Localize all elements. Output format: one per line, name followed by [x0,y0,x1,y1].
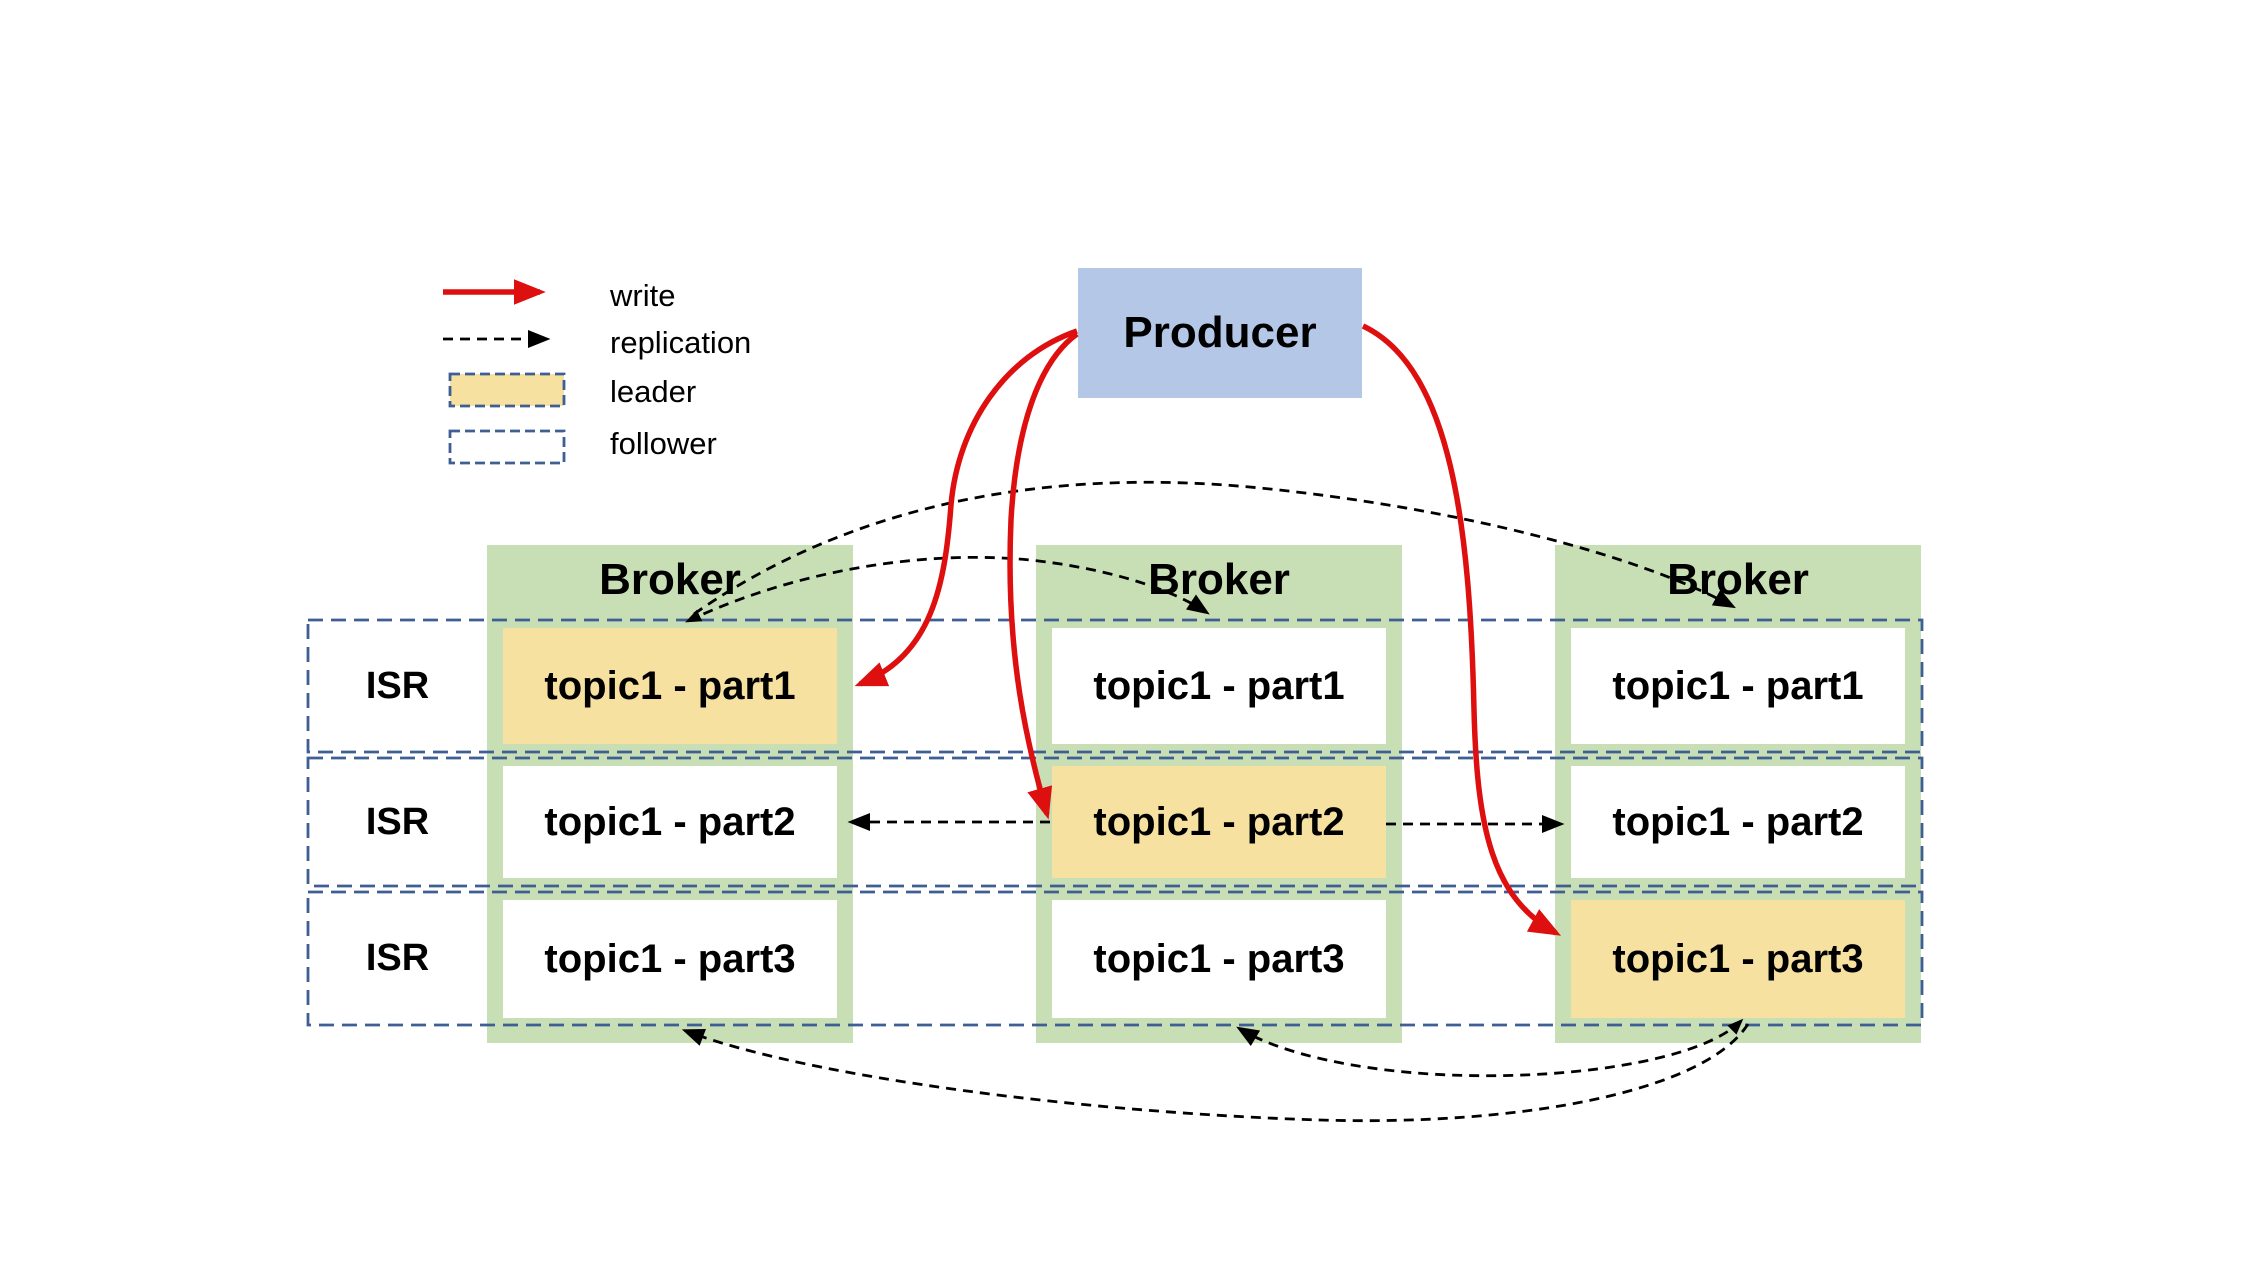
isr-row2-label: ISR [365,801,430,843]
broker3-topic1-part2-follower: topic1 - part2 [1571,766,1905,878]
legend-write-label: write [610,278,676,313]
broker1-topic1-part2-follower: topic1 - part2 [503,766,837,878]
legend-follower-swatch-icon [448,429,566,465]
isr-row3-label: ISR [365,937,430,979]
legend-leader-swatch-icon [448,372,566,408]
broker3-title: Broker [1667,555,1809,604]
broker2-topic1-part1-follower: topic1 - part1 [1052,628,1386,744]
broker2-topic1-part3-follower: topic1 - part3 [1052,900,1386,1018]
legend-follower-label: follower [610,426,717,461]
broker1-topic1-part3-follower: topic1 - part3 [503,900,837,1018]
isr-row1-label: ISR [365,665,430,707]
broker3-topic1-part3-leader: topic1 - part3 [1571,900,1905,1018]
broker1-title: Broker [599,555,741,604]
legend-replication-label: replication [610,325,752,360]
broker1-topic1-part1-leader: topic1 - part1 [503,628,837,744]
broker3-topic1-part1-follower: topic1 - part1 [1571,628,1905,744]
producer-box: Producer [1078,268,1362,398]
legend-leader-label: leader [610,374,697,409]
legend-symbols [443,279,566,465]
broker2-title: Broker [1148,555,1290,604]
broker2-topic1-part2-leader: topic1 - part2 [1052,766,1386,878]
